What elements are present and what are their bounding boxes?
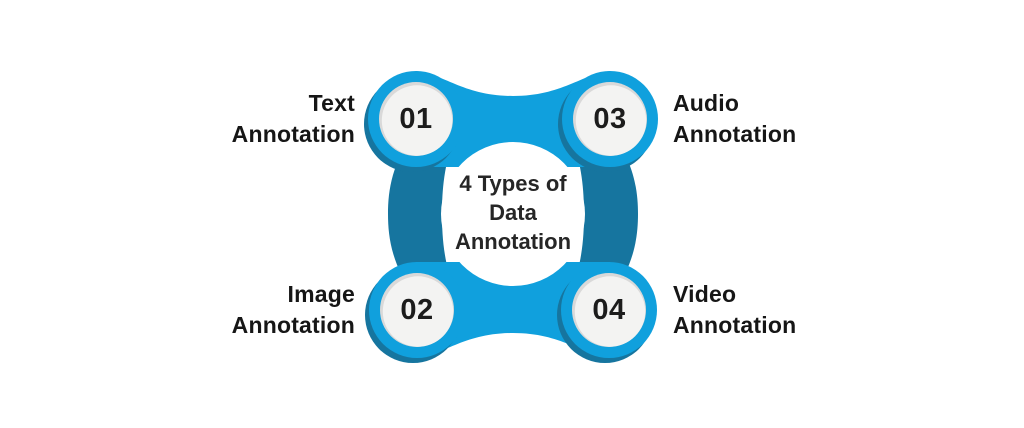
node-face-01 bbox=[381, 85, 453, 156]
center-title-line1: 4 Types of bbox=[459, 171, 567, 196]
label-image-annotation: Image Annotation bbox=[155, 279, 355, 341]
label-audio-annotation-line1: Audio bbox=[673, 90, 740, 116]
label-audio-annotation-line2: Annotation bbox=[673, 121, 797, 147]
node-number-04: 04 bbox=[592, 294, 626, 326]
node-face-02 bbox=[382, 276, 454, 347]
label-audio-annotation: Audio Annotation bbox=[673, 88, 893, 150]
center-title: 4 Types of Data Annotation bbox=[393, 169, 633, 256]
label-video-annotation-line2: Annotation bbox=[673, 312, 797, 338]
node-number-01: 01 bbox=[399, 103, 433, 135]
band-top-shape bbox=[416, 71, 610, 167]
label-video-annotation: Video Annotation bbox=[673, 279, 893, 341]
node-number-03: 03 bbox=[593, 103, 627, 135]
node-number-02: 02 bbox=[400, 294, 434, 326]
center-title-line2: Data bbox=[489, 200, 537, 225]
label-video-annotation-line1: Video bbox=[673, 281, 737, 307]
label-text-annotation-line1: Text bbox=[308, 90, 355, 116]
label-text-annotation-line2: Annotation bbox=[231, 121, 355, 147]
node-face-03 bbox=[575, 85, 647, 156]
node-face-04 bbox=[574, 276, 646, 347]
center-disc bbox=[441, 142, 585, 286]
connector-right-shape bbox=[571, 130, 638, 298]
label-image-annotation-line2: Annotation bbox=[231, 312, 355, 338]
label-text-annotation: Text Annotation bbox=[155, 88, 355, 150]
connector-left-shape bbox=[388, 130, 455, 298]
center-title-line3: Annotation bbox=[454, 229, 572, 254]
label-image-annotation-line1: Image bbox=[287, 281, 355, 307]
